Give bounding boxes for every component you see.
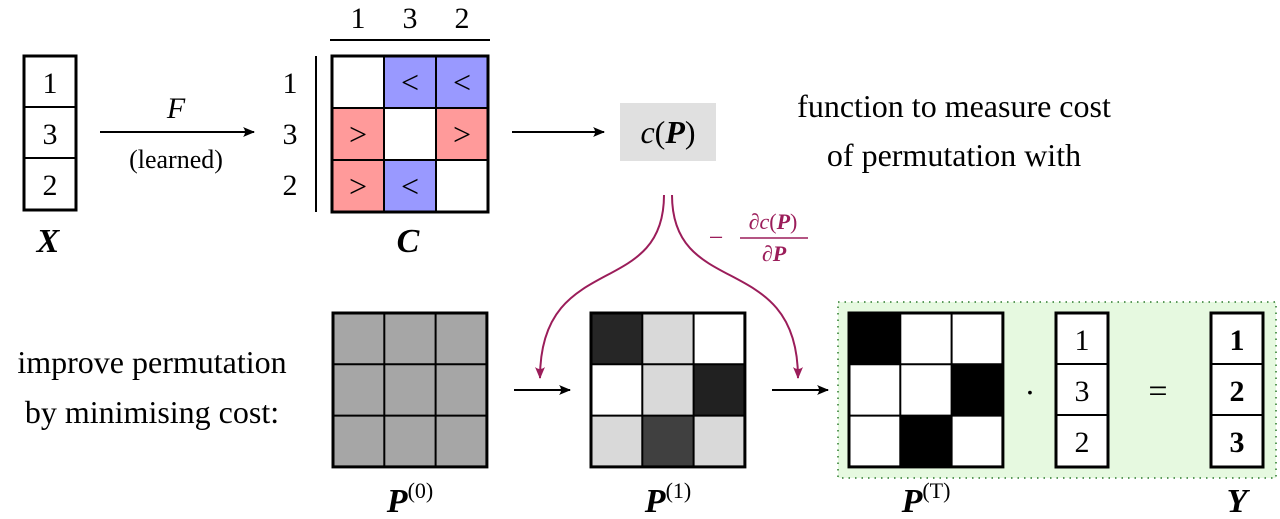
cost-matrix-col-header: 1 xyxy=(351,2,366,35)
x-vector: 1 3 2 xyxy=(22,54,78,212)
improve-text-line2: by minimising cost: xyxy=(25,394,279,430)
cost-matrix: 1 3 2 1 3 2 < < > > > < xyxy=(283,2,490,214)
equals-operator: = xyxy=(1148,373,1167,410)
p0-cell xyxy=(333,313,385,365)
pt-cell xyxy=(900,415,952,467)
cost-matrix-cell xyxy=(436,108,488,160)
input-vector-value: 2 xyxy=(1075,426,1090,459)
p1-matrix xyxy=(589,311,747,469)
x-vector-value: 2 xyxy=(43,169,58,202)
cost-matrix-cell xyxy=(332,56,384,108)
x-vector-value: 1 xyxy=(43,67,58,100)
cost-description-line2: of permutation with xyxy=(827,137,1081,173)
cost-matrix-cell xyxy=(384,108,436,160)
cost-matrix-cell xyxy=(384,160,436,212)
p0-cell xyxy=(384,415,436,467)
cost-matrix-row-header: 1 xyxy=(283,67,298,100)
pt-label: P(T) xyxy=(901,478,951,519)
pt-cell xyxy=(951,364,1003,416)
cost-matrix-cell-value: < xyxy=(453,64,471,100)
cost-matrix-row-header: 2 xyxy=(283,169,298,202)
p0-label: P(0) xyxy=(386,478,433,519)
p0-cell xyxy=(333,415,385,467)
p1-cell xyxy=(591,313,643,365)
y-vector-value: 3 xyxy=(1230,426,1245,459)
cost-matrix-col-header: 2 xyxy=(455,2,470,35)
cost-fn-label: c(P) xyxy=(640,114,695,150)
gradient-denominator: ∂P xyxy=(762,241,787,266)
p0-cell xyxy=(435,313,487,365)
pt-cell xyxy=(951,313,1003,365)
gradient-label: − ∂c(P) ∂P xyxy=(709,209,808,266)
cost-matrix-cell-value: > xyxy=(453,116,471,152)
y-vector-value: 2 xyxy=(1230,375,1245,408)
cost-fn: c(P) xyxy=(620,103,716,161)
pt-cell xyxy=(900,364,952,416)
cost-matrix-row-header: 3 xyxy=(283,118,298,151)
p1-label: P(1) xyxy=(644,478,691,519)
gradient-arrow-left xyxy=(535,194,665,379)
input-vector: 1 3 2 xyxy=(1054,311,1110,469)
p1-cell xyxy=(693,364,745,416)
p0-cell xyxy=(384,364,436,416)
cost-matrix-cell-value: > xyxy=(349,116,367,152)
pt-cell xyxy=(900,313,952,365)
pt-cell xyxy=(849,415,901,467)
p1-cell xyxy=(591,415,643,467)
p1-cell xyxy=(642,364,694,416)
improve-text-line1: improve permutation xyxy=(17,344,286,380)
cost-matrix-cell xyxy=(436,56,488,108)
y-vector-value: 1 xyxy=(1230,324,1245,357)
p1-cell xyxy=(642,415,694,467)
p1-cell xyxy=(642,313,694,365)
p1-cell xyxy=(591,364,643,416)
cost-matrix-cell-value: < xyxy=(401,64,419,100)
cost-matrix-cell xyxy=(384,56,436,108)
x-vector-value: 3 xyxy=(43,118,58,151)
cost-description-line1: function to measure cost xyxy=(797,88,1111,124)
cost-matrix-cell xyxy=(436,160,488,212)
gradient-numerator: ∂c(P) xyxy=(749,209,798,234)
x-label: X xyxy=(36,223,61,260)
cost-matrix-cell-value: > xyxy=(349,168,367,204)
cost-matrix-cell-value: < xyxy=(401,168,419,204)
dot-operator: · xyxy=(1025,374,1036,410)
input-vector-value: 1 xyxy=(1075,324,1090,357)
pt-cell xyxy=(951,415,1003,467)
p1-cell xyxy=(693,415,745,467)
p0-cell xyxy=(435,364,487,416)
input-vector-value: 3 xyxy=(1075,375,1090,408)
cost-matrix-col-header: 3 xyxy=(403,2,418,35)
cost-matrix-cell xyxy=(332,160,384,212)
learned-fn-note: (learned) xyxy=(129,145,223,174)
y-label: Y xyxy=(1227,483,1251,519)
pt-cell xyxy=(849,364,901,416)
cost-matrix-cell xyxy=(332,108,384,160)
cost-matrix-label: C xyxy=(397,223,420,260)
p0-cell xyxy=(435,415,487,467)
gradient-sign: − xyxy=(709,223,724,252)
pt-matrix xyxy=(847,311,1005,469)
p1-cell xyxy=(693,313,745,365)
learned-fn-name: F xyxy=(166,92,186,125)
pt-cell xyxy=(849,313,901,365)
p0-cell xyxy=(333,364,385,416)
p0-matrix xyxy=(331,311,489,469)
y-vector: 1 2 3 xyxy=(1209,311,1265,469)
gradient-arrow-right xyxy=(671,194,803,379)
p0-cell xyxy=(384,313,436,365)
